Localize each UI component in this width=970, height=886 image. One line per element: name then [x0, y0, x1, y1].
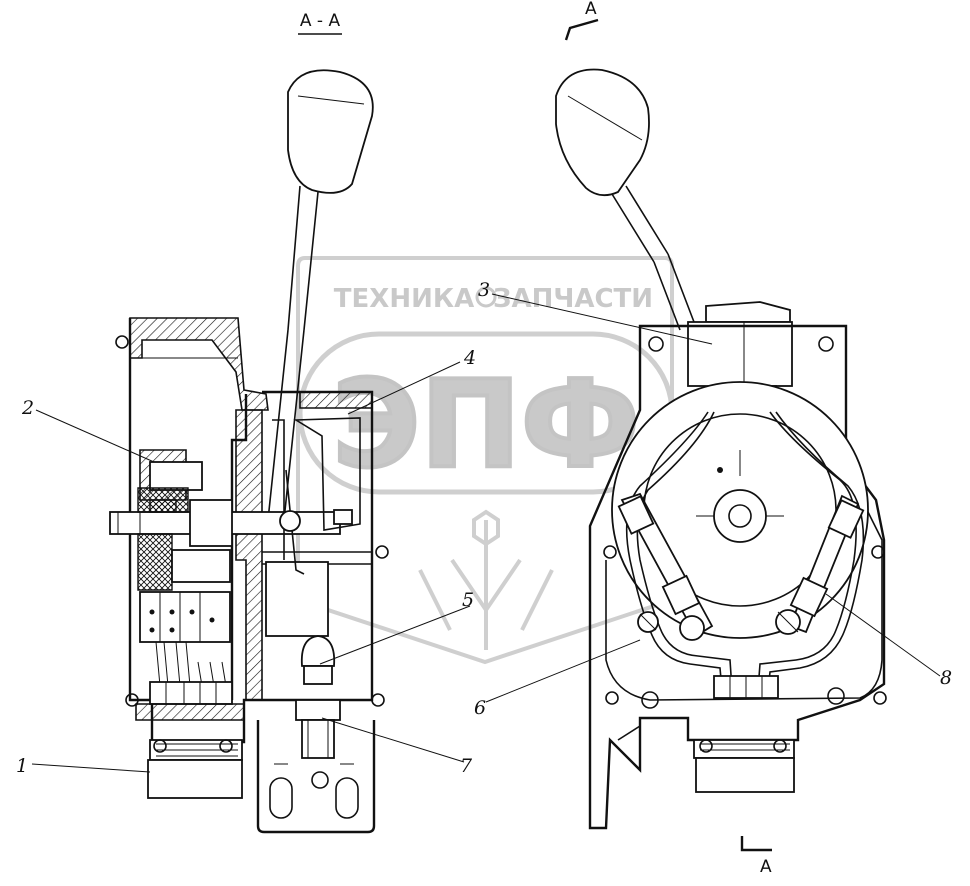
watermark-logo-text: ЭПФ [332, 356, 640, 495]
callout-7: 7 [460, 755, 473, 777]
lever-knob-front [555, 68, 650, 197]
switch-block [265, 561, 329, 637]
svg-text:А: А [585, 0, 597, 19]
callout-2: 2 [21, 397, 34, 419]
right-switch-arm [775, 494, 865, 635]
section-label: А - А [300, 11, 341, 31]
section-marker-bottom: А [740, 836, 772, 877]
callout-6: 6 [474, 697, 486, 719]
watermark-left-text: ТЕХНИКА [334, 284, 474, 314]
callout-8: 8 [940, 667, 952, 689]
connector [147, 759, 243, 799]
watermark-right-text: ЗАПЧАСТИ [493, 284, 653, 314]
top-block [687, 321, 793, 387]
front-view [555, 68, 887, 830]
gear-icon [475, 286, 497, 308]
callout-1: 1 [16, 755, 28, 777]
callout-5: 5 [462, 589, 474, 611]
left-switch-arm [617, 492, 714, 641]
wheat-icon [418, 509, 554, 650]
watermark: ТЕХНИКА ЗАПЧАСТИ ЭПФ [296, 256, 675, 665]
callout-4: 4 [463, 347, 476, 369]
lever-knob [287, 69, 374, 194]
disc-hub [713, 489, 767, 543]
connector-front [695, 757, 795, 793]
callout-labels: 1 2 3 4 5 6 7 8 [16, 279, 952, 777]
lamp [300, 635, 336, 667]
callout-leaders [31, 293, 941, 773]
section-marker-top: А [564, 0, 599, 41]
svg-text:А: А [760, 857, 772, 877]
callout-3: 3 [478, 279, 490, 301]
section-view [109, 69, 389, 834]
lamp-socket [301, 719, 335, 759]
